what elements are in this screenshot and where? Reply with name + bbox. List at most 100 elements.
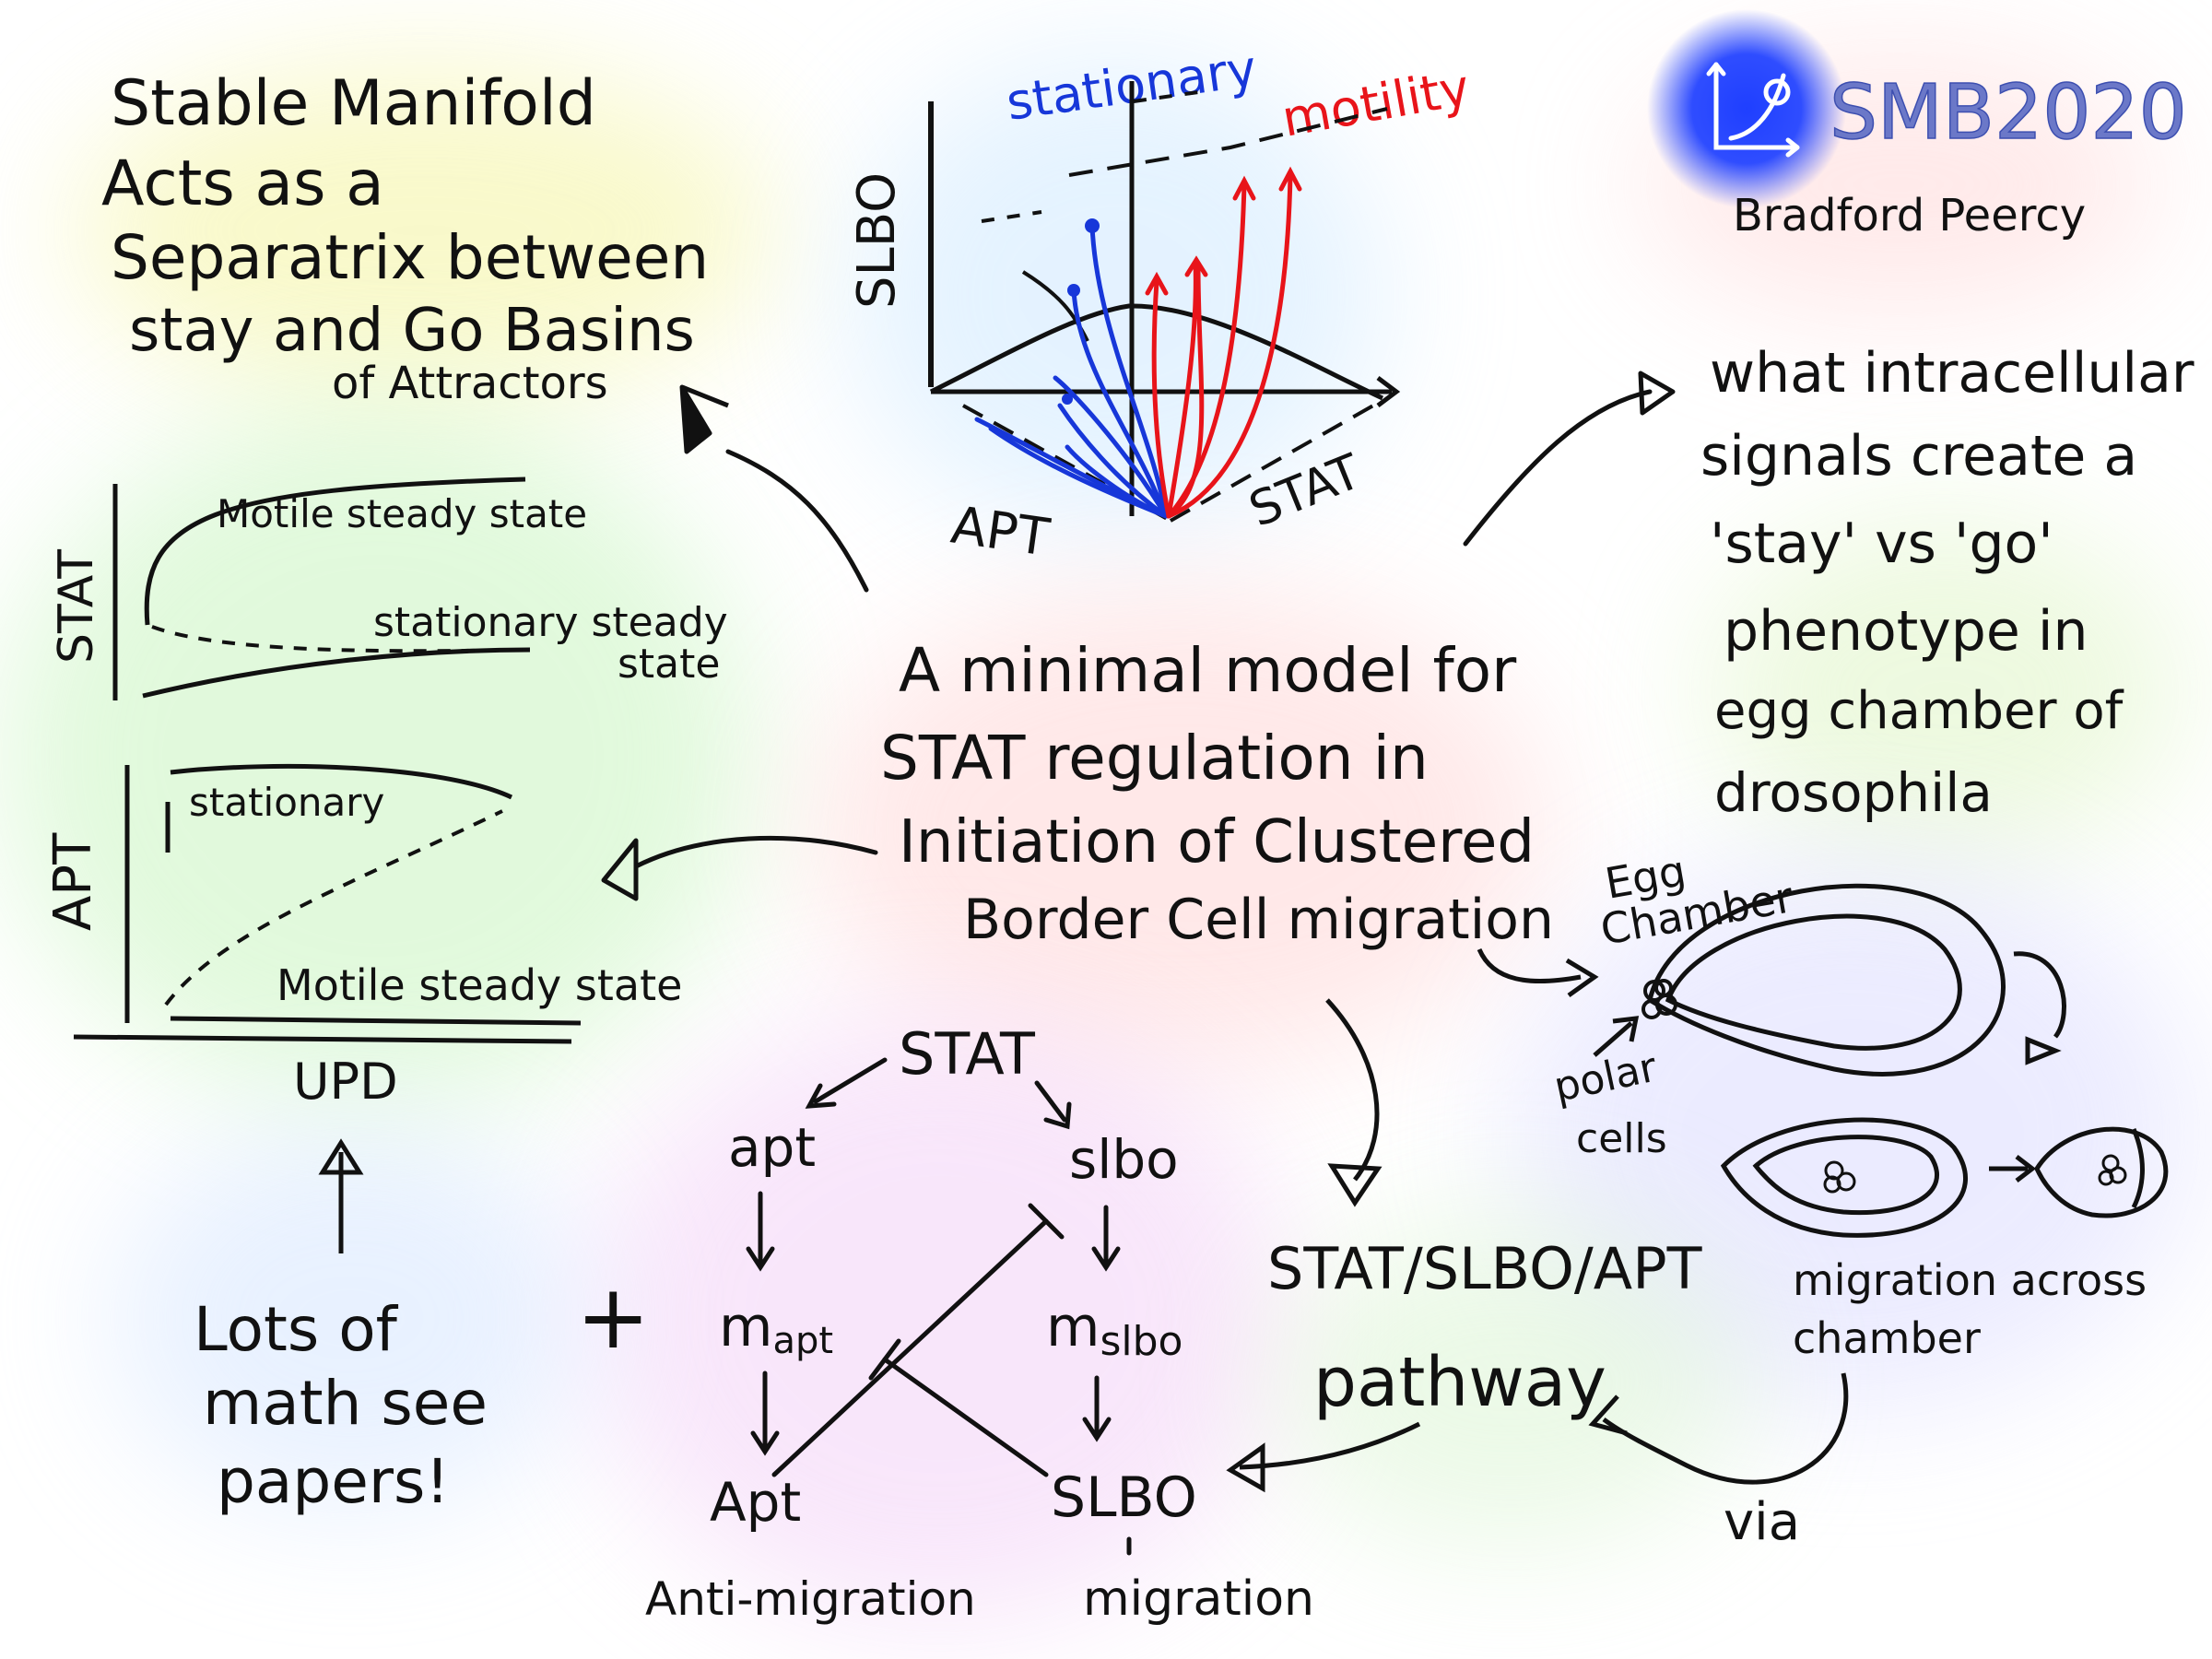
stat-dashed-branch [151,625,526,653]
pathway-block: STAT/SLBO/APT pathway [1226,998,1703,1493]
arrow-center-to-apt-plot [633,835,878,869]
bg-glow-pink-center [811,590,1548,1069]
apt-upper-label: stationary [189,780,384,825]
arrow-head-polar [1612,1016,1640,1042]
math-line-2: math see [203,1368,488,1439]
bg-glow-green-bottom [1272,1217,1751,1548]
net-apt: apt [728,1116,816,1179]
stationary-endpoints [1062,218,1100,405]
separatrix-surface [929,303,1384,401]
stat-lower-label-2: state [618,641,720,688]
axis-label-stat-3d: STAT [1241,444,1369,538]
bg-glow-yellow [74,65,774,396]
title-line-2: Acts as a [101,147,384,220]
back-dashed-2 [1133,90,1199,103]
polar-label-1: polar [1550,1043,1662,1111]
polar-cells-icon [1641,979,1677,1019]
arrow-head-via [1588,1394,1628,1436]
center-line-2: STAT regulation in [880,723,1429,794]
stat-lower-label-1: stationary steady [373,599,728,646]
axis-label-apt: APT [43,832,103,931]
migration-label-2: chamber [1793,1313,1981,1363]
title-line-3: Separatrix between [111,222,709,293]
question-line-4: phenotype in [1724,599,2088,664]
axis-label-apt-3d: APT [947,495,1053,568]
egg3-outer [2034,1126,2169,1218]
net-slbo-protein: SLBO [1051,1465,1197,1530]
net-apt-protein: Apt [710,1471,801,1534]
egg-chamber-diagram: Egg Chamber polar cells [1477,845,2169,1552]
stationary-trajectories [974,223,1169,519]
math-line-3: papers! [217,1446,450,1517]
arrow-center-to-title [725,449,869,593]
net-migration: migration [1083,1571,1314,1627]
apt-lower-branch [170,1016,582,1026]
motility-arrowheads [1145,166,1302,296]
arrow-head-apt-plot [601,838,639,901]
math-note: Lots of math see papers! + [194,1138,650,1517]
migrating-cells-icon [1823,1160,1856,1194]
apt-lower-label: Motile steady state [276,960,682,1010]
logo-text: SMB2020 [1830,69,2187,157]
question-block: what intracellular signals create a 'sta… [1700,341,2194,824]
question-line-3: 'stay' vs 'go' [1710,512,2053,576]
stat-bifurcation-plot: STAT Motile steady state stationary stea… [49,477,728,700]
apt-bifurcation-plot: APT stationary Motile steady state UPD [43,763,682,1111]
pathway-line-1: STAT/SLBO/APT [1267,1235,1703,1302]
floor-arrow [1376,376,1401,407]
math-line-1: Lots of [194,1294,399,1365]
bg-glow-lightblue [111,1124,590,1512]
arrow-head-egg [1565,958,1599,998]
question-line-2: signals create a [1700,424,2137,488]
logo: SMB2020 Bradford Peercy [1647,9,2188,241]
network-arrows [746,1057,1132,1556]
repression-edges [771,1203,1065,1477]
arrow-head-migration [2015,1155,2037,1182]
title-line-5: of Attractors [332,358,608,409]
axis-label-stat: STAT [49,549,104,664]
bg-glow-green-right [1705,516,2184,866]
motility-trajectories [1151,172,1293,519]
axes-logo-icon [1706,62,1800,158]
title-line-1: Stable Manifold [111,67,596,140]
phase-plot-3d: stationary motility SLBO APT STAT [847,39,1474,568]
title-block: Stable Manifold Acts as a Separatrix bet… [101,67,709,409]
center-title: A minimal model for STAT regulation in I… [880,635,1554,952]
back-dashed-1 [1068,107,1388,177]
center-line-1: A minimal model for [899,635,1517,706]
axis-label-slbo: SLBO [847,172,907,309]
arrow-head-network [1226,1442,1265,1493]
egg3-border [2131,1128,2145,1209]
arrow-center-to-egg [1477,947,1582,983]
stat-lower-branch [142,647,531,699]
plus-sign: + [576,1265,650,1369]
net-stat: STAT [899,1020,1036,1088]
arrow-egg-curl [2013,951,2066,1039]
stat-upper-label: Motile steady state [217,491,587,536]
floor-front-right [1170,404,1374,523]
arrived-cells-icon [2098,1154,2127,1186]
migration-label-1: migration across [1793,1255,2147,1305]
apt-x-axis [73,1034,572,1044]
gene-network: STAT apt slbo mapt mslbo Apt SLBO Anti-m… [645,1020,1314,1627]
egg2-inner [1752,1135,1939,1216]
logo-glow [1647,9,1846,208]
arrow-migration-to-pathway [1602,1372,1849,1485]
author-name: Bradford Peercy [1733,190,2086,241]
center-line-4: Border Cell migration [963,888,1554,952]
arrow-head-math [318,1138,364,1175]
stat-upper-branch [144,477,526,626]
arrow-head-pathway [1327,1163,1382,1207]
egg-outer [1647,883,2006,1077]
net-mapt: mapt [719,1295,833,1362]
egg-inner [1665,913,1962,1051]
net-anti-migration: Anti-migration [645,1572,976,1626]
question-line-6: drosophila [1714,761,1993,824]
bg-glow-blue-top [848,55,1382,535]
question-line-1: what intracellular [1710,341,2194,406]
net-mslbo: mslbo [1046,1295,1182,1365]
apt-upper-branch [170,763,513,800]
net-slbo: slbo [1069,1128,1179,1191]
